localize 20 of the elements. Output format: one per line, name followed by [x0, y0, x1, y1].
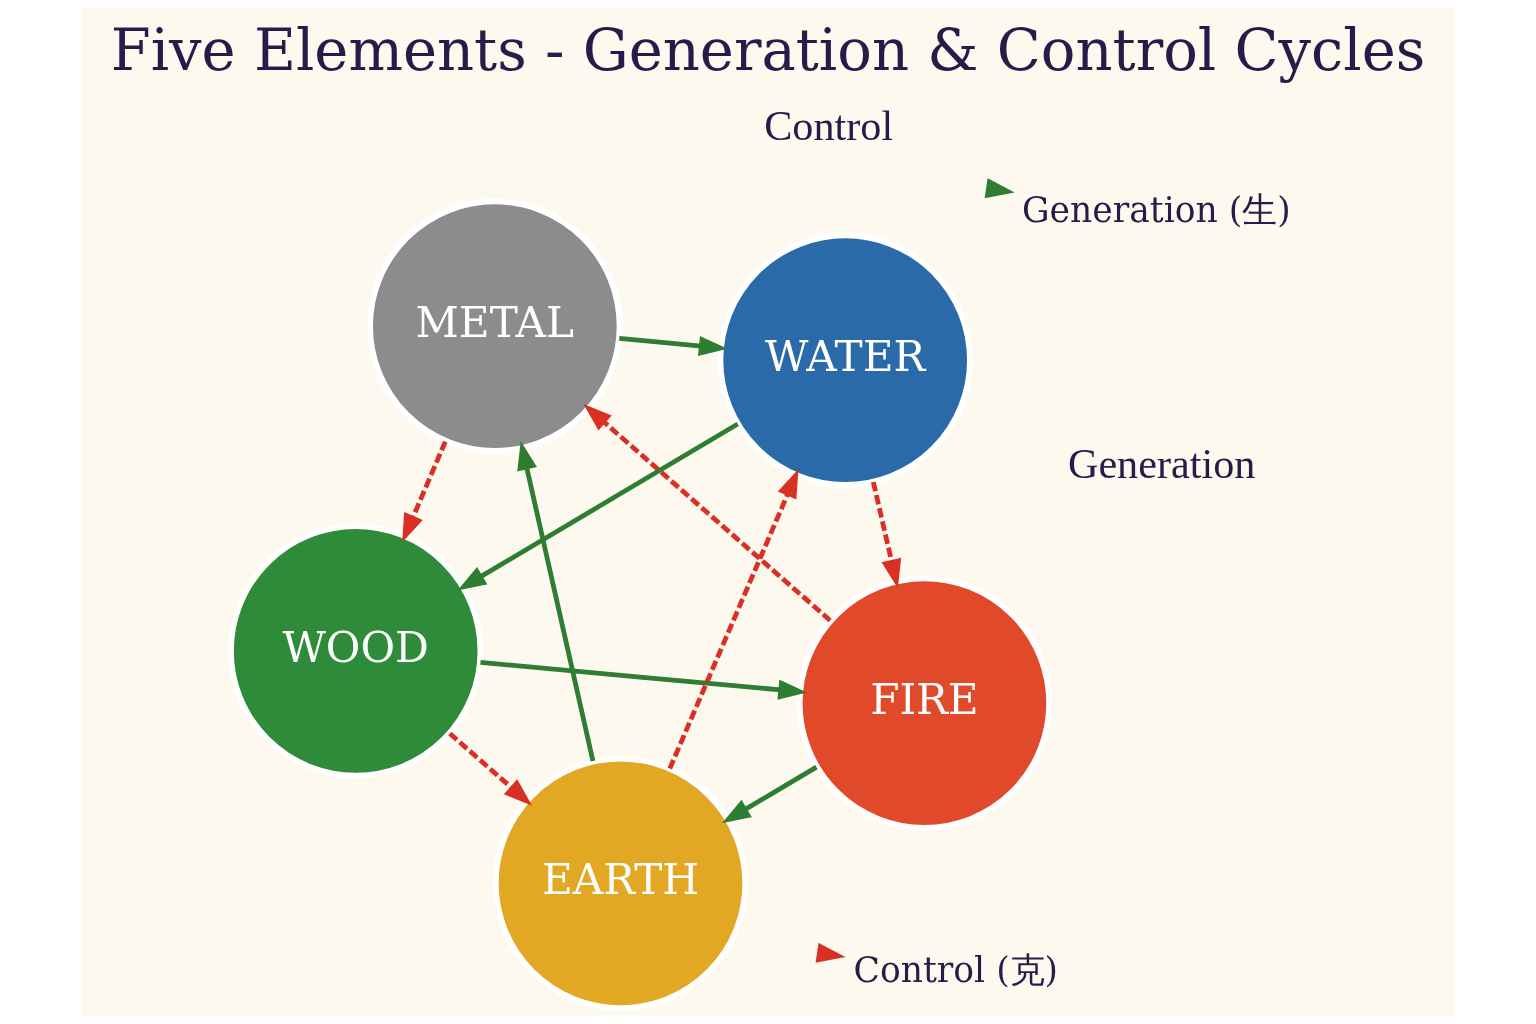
- node-circle: FIRE: [796, 575, 1053, 831]
- node-circle: WOOD: [228, 523, 484, 779]
- node-circle: EARTH: [492, 755, 749, 1011]
- arrow: [721, 765, 818, 824]
- node-circle: METAL: [367, 198, 623, 454]
- arrow: [448, 731, 533, 806]
- legend-label: Generation (生): [1021, 190, 1291, 231]
- arrow: [517, 441, 596, 762]
- arrow: [583, 403, 832, 623]
- node-circle: WATER: [717, 232, 973, 488]
- arrow: [480, 660, 808, 700]
- arrow: [457, 421, 739, 591]
- label: Generation: [1067, 439, 1256, 487]
- arrow: [402, 440, 448, 543]
- diagram-title: Five Elements - Generation & Control Cycles: [110, 16, 1426, 84]
- arrow: [667, 468, 799, 770]
- label: Control: [764, 101, 894, 149]
- arrow: [871, 481, 902, 589]
- arrow: [619, 335, 728, 357]
- legend-label: Control (克): [853, 949, 1059, 990]
